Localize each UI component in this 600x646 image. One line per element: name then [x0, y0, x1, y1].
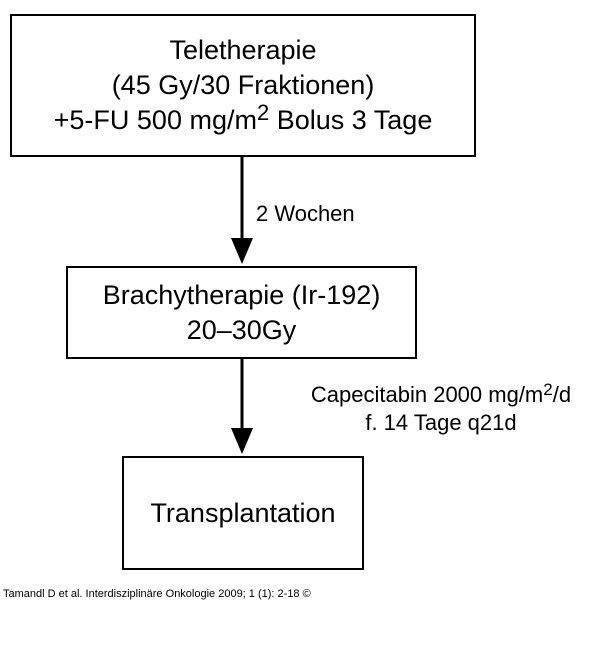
capecitabine-label: Capecitabin 2000 mg/m2/d f. 14 Tage q21d: [285, 381, 597, 437]
step-transplantation-title: Transplantation: [150, 497, 336, 528]
capecitabine-text: Capecitabin 2000 mg/m: [310, 382, 544, 407]
citation-footer: Tamandl D et al. Interdisziplinäre Onkol…: [3, 588, 311, 600]
capecitabine-dose: Capecitabin 2000 mg/m2/d: [285, 381, 597, 409]
step-transplantation-box: Transplantation: [122, 456, 364, 570]
chemo-text-post: Bolus 3 Tage: [269, 105, 433, 135]
step-brachytherapy-dose: 20–30Gy: [186, 314, 297, 345]
step-teletherapy-dose: (45 Gy/30 Fraktionen): [111, 70, 375, 100]
chemo-text: +5-FU 500 mg/m: [53, 105, 257, 135]
step-teletherapy-title: Teletherapie: [169, 35, 317, 65]
step-brachytherapy-box: Brachytherapie (Ir-192) 20–30Gy: [66, 266, 417, 359]
capecitabine-superscript: 2: [543, 380, 553, 399]
arrow-teletherapy-to-brachytherapy: [231, 157, 253, 264]
chemo-superscript: 2: [256, 100, 270, 125]
step-teletherapy-box: Teletherapie (45 Gy/30 Fraktionen) +5-FU…: [10, 14, 476, 157]
capecitabine-text-post: /d: [552, 382, 572, 407]
interval-label: 2 Wochen: [256, 201, 355, 226]
arrow-brachytherapy-to-transplantation: [231, 359, 253, 454]
step-brachytherapy-title: Brachytherapie (Ir-192): [102, 279, 381, 310]
capecitabine-schedule: f. 14 Tage q21d: [365, 410, 517, 435]
step-teletherapy-chemo: +5-FU 500 mg/m2 Bolus 3 Tage: [53, 100, 433, 138]
